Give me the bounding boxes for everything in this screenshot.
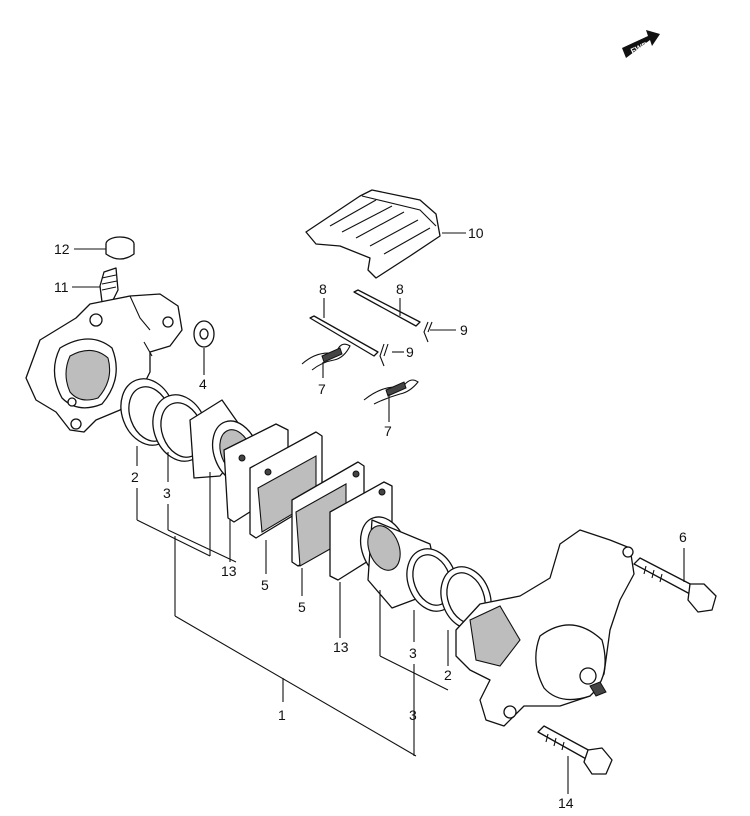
pad-spring-right <box>363 379 419 405</box>
callout-7-left: 7 <box>318 381 326 397</box>
callout-3-left: 3 <box>163 485 171 501</box>
callout-14: 14 <box>558 795 574 811</box>
leader-lines <box>72 232 685 794</box>
callouts: 10 12 11 8 8 9 9 4 7 7 2 3 13 5 5 13 3 2… <box>54 225 687 811</box>
callout-13-right: 13 <box>333 639 349 655</box>
fwd-badge-text: FWD <box>629 40 650 56</box>
right-piston <box>359 516 441 609</box>
right-caliper-half <box>455 529 635 727</box>
pad-spring-left <box>301 343 351 371</box>
sealing-washer <box>193 320 215 348</box>
pin-clip-upper <box>423 321 433 343</box>
callout-10: 10 <box>468 225 484 241</box>
left-caliper-half <box>25 293 183 433</box>
mounting-bolt-lower <box>537 725 613 775</box>
callout-9-lower: 9 <box>406 344 414 360</box>
pad-pin-upper <box>353 289 421 327</box>
mounting-bolt-upper <box>633 557 717 613</box>
callout-2-left: 2 <box>131 469 139 485</box>
callout-3-right-upper: 3 <box>409 645 417 661</box>
callout-4: 4 <box>199 376 207 392</box>
bleeder-cap <box>105 236 135 260</box>
callout-13-left: 13 <box>221 563 237 579</box>
callout-2-right: 2 <box>444 667 452 683</box>
callout-8-left: 8 <box>319 281 327 297</box>
pad-pin-lower <box>309 315 379 357</box>
callout-11: 11 <box>54 279 69 295</box>
callout-9-upper: 9 <box>460 322 468 338</box>
callout-3-right-lower: 3 <box>409 707 417 723</box>
fwd-direction-badge: FWD <box>622 30 660 58</box>
callout-8-right: 8 <box>396 281 404 297</box>
pin-clip-lower <box>379 343 389 367</box>
callout-12: 12 <box>54 241 70 257</box>
callout-6: 6 <box>679 529 687 545</box>
callout-1: 1 <box>278 707 286 723</box>
callout-5-right: 5 <box>298 599 306 615</box>
pad-cover <box>305 189 441 279</box>
callout-5-left: 5 <box>261 577 269 593</box>
callout-7-right: 7 <box>384 423 392 439</box>
